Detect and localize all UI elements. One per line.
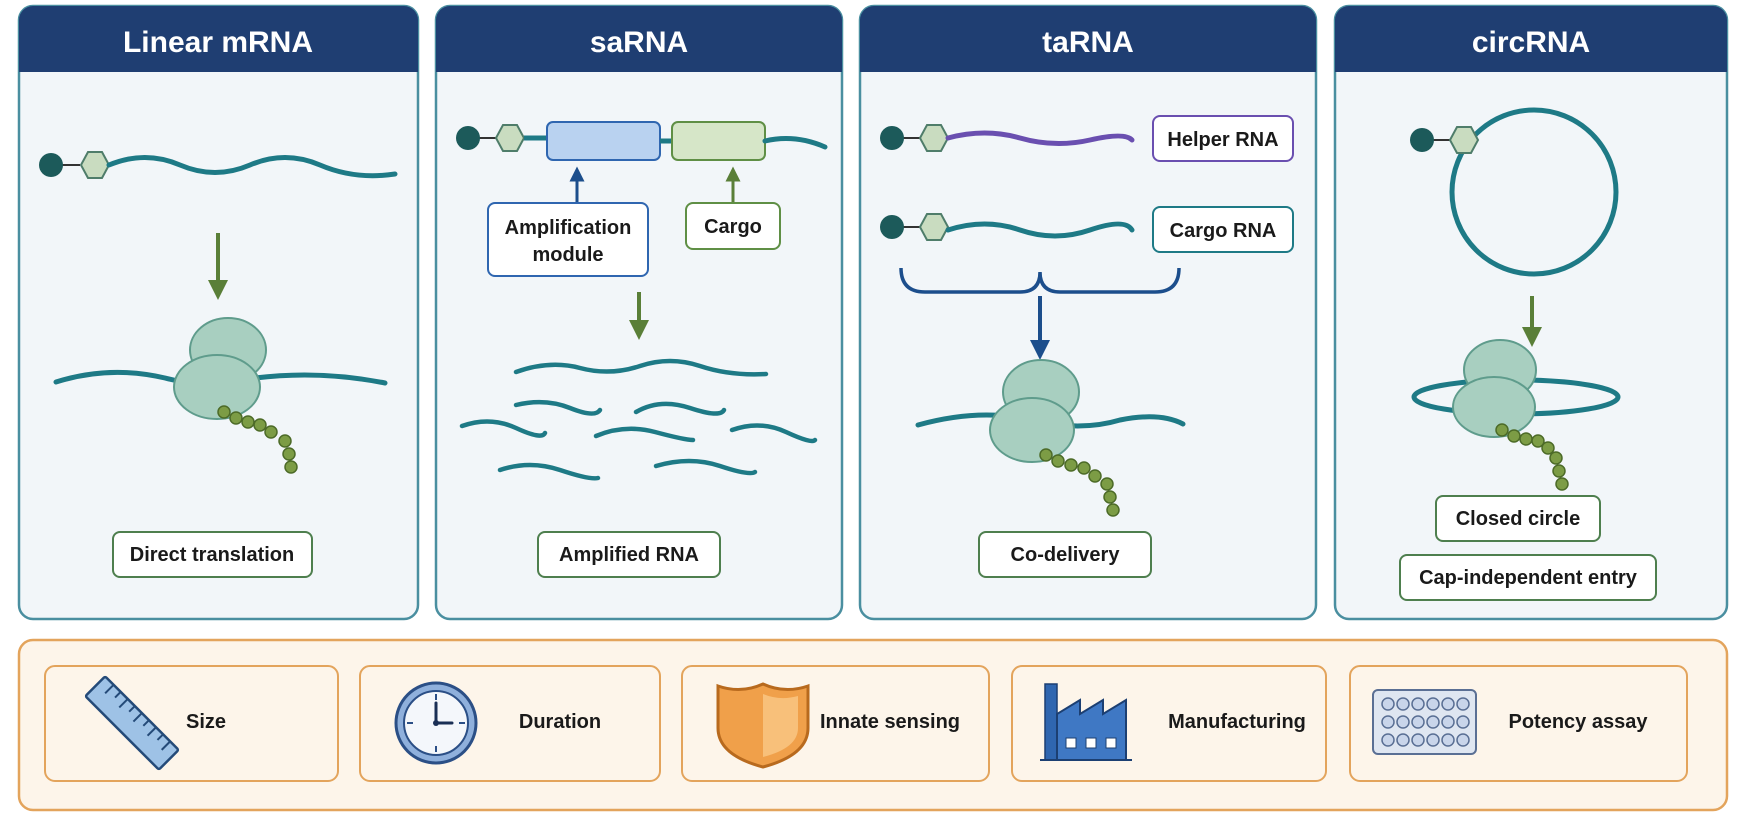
label-cargo: Cargo [685, 202, 781, 250]
amplified-rna-copies [459, 358, 818, 481]
panel-title: saRNA [590, 26, 688, 59]
factors-strip: Size Duration [17, 638, 1729, 812]
hexagon-icon [1448, 126, 1480, 154]
label-helper-rna: Helper RNA [1152, 115, 1294, 162]
sarna-construct [456, 121, 828, 161]
svg-text:Cargo RNA: Cargo RNA [1170, 220, 1277, 242]
hexagon-icon [918, 213, 950, 241]
label-cargo-rna: Cargo RNA [1152, 206, 1294, 253]
cap-icon [1410, 128, 1434, 152]
peptide-chain [217, 405, 298, 474]
label-cap-independent-entry: Cap-independent entry [1399, 554, 1657, 601]
cap-icon [880, 215, 904, 239]
label-closed-circle: Closed circle [1435, 495, 1601, 542]
svg-text:Closed circle: Closed circle [1456, 508, 1581, 530]
factor-label: Manufacturing [1168, 711, 1306, 733]
clock-icon [394, 681, 478, 765]
bracket-icon [899, 267, 1181, 294]
factor-label: Innate sensing [820, 711, 960, 733]
ribosome-translation [53, 317, 388, 474]
label-amplified-rna: Amplified RNA [537, 531, 721, 578]
svg-text:Amplification: Amplification [505, 217, 632, 239]
label-co-delivery: Co-delivery [978, 531, 1152, 578]
svg-text:module: module [532, 244, 603, 266]
factor-label: Duration [519, 711, 601, 733]
panel-title: taRNA [1042, 26, 1134, 59]
svg-text:Amplified RNA: Amplified RNA [559, 544, 699, 566]
peptide-chain [1039, 448, 1120, 517]
shield-icon [716, 682, 810, 769]
cap-icon [880, 126, 904, 150]
hexagon-icon [494, 124, 526, 152]
svg-text:Co-delivery: Co-delivery [1011, 544, 1121, 566]
panel-circrna: circRNA Closed circle Cap-independent en… [1333, 4, 1729, 621]
hexagon-icon [918, 124, 950, 152]
panel-linear-mrna: Linear mRNA Direct translation [17, 4, 420, 621]
helper-rna-strand [880, 124, 1135, 152]
panel-tarna: taRNA Helper RNA Cargo RNA [858, 4, 1318, 621]
panel-title: Linear mRNA [123, 26, 313, 59]
hexagon-icon [79, 151, 111, 179]
cargo-block [671, 121, 766, 161]
factor-label: Potency assay [1509, 711, 1649, 733]
factory-icon [1040, 683, 1132, 761]
factor-size: Size [44, 665, 339, 782]
cap-icon [456, 126, 480, 150]
factor-label: Size [186, 711, 226, 733]
panel-title: circRNA [1472, 26, 1590, 59]
amplification-block [546, 121, 661, 161]
peptide-chain [1495, 423, 1569, 491]
svg-text:Direct translation: Direct translation [130, 544, 294, 566]
cap-icon [39, 153, 63, 177]
factor-manufacturing: Manufacturing [1011, 665, 1327, 782]
ribosome-translation [915, 359, 1186, 517]
linear-mrna-strand [39, 151, 398, 179]
factor-innate-sensing: Innate sensing [681, 665, 990, 782]
circular-rna-ring [1410, 107, 1619, 277]
cargo-rna-strand [880, 213, 1135, 241]
factor-potency-assay: Potency assay [1349, 665, 1688, 782]
factor-duration: Duration [359, 665, 661, 782]
svg-text:Helper RNA: Helper RNA [1167, 129, 1278, 151]
svg-text:Cargo: Cargo [704, 216, 762, 238]
label-direct-translation: Direct translation [112, 531, 313, 578]
circular-ribosome [1411, 339, 1621, 491]
label-amplification-module: Amplification module [487, 202, 649, 277]
svg-text:Cap-independent entry: Cap-independent entry [1419, 567, 1638, 589]
panel-sarna: saRNA Amplification module Cargo [434, 4, 844, 621]
well-plate-icon [1372, 689, 1477, 755]
ruler-icon [84, 675, 180, 771]
